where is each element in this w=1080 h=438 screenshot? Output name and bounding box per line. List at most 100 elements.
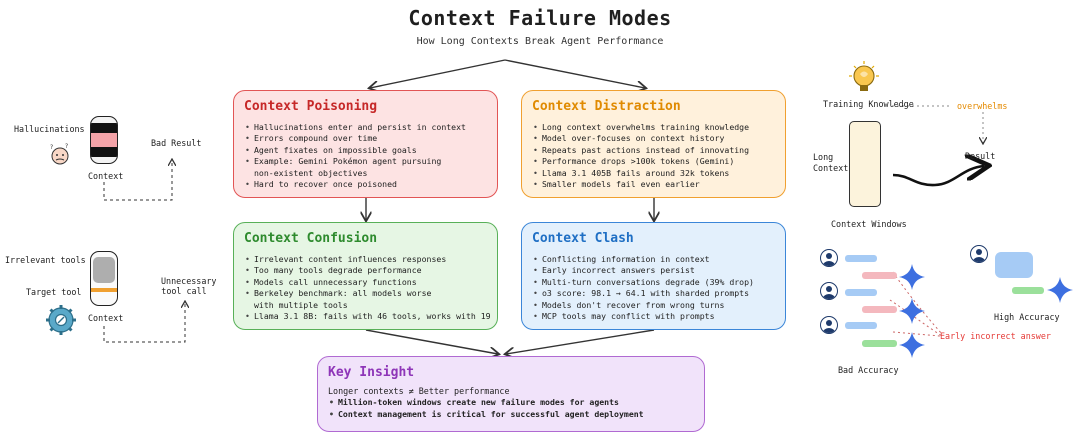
dark-band xyxy=(91,123,117,133)
list-item-text: Berkeley benchmark: all models worse xyxy=(254,288,432,299)
gray-block xyxy=(93,257,115,283)
dashed-curve-1 xyxy=(892,271,943,335)
message-block-user xyxy=(995,252,1033,278)
list-item: Too many tools degrade performance xyxy=(244,265,487,277)
card-key-insight: Key Insight Longer contexts ≠ Better per… xyxy=(317,356,705,432)
message-bubble-user xyxy=(845,289,877,296)
label-long-context: Long Context xyxy=(813,152,848,174)
card-title: Context Clash xyxy=(532,231,634,246)
list-item: Models call unnecessary functions xyxy=(244,277,487,289)
list-item: Berkeley benchmark: all models worsewith… xyxy=(244,288,487,311)
card-context-confusion: Context Confusion Irrelevant content inf… xyxy=(233,222,498,330)
list-item: Early incorrect answers persist xyxy=(532,265,775,277)
page-subtitle: How Long Contexts Break Agent Performanc… xyxy=(416,36,664,47)
dashed-loop-poisoning xyxy=(103,160,172,201)
label-bad-accuracy: Bad Accuracy xyxy=(838,365,899,375)
list-item: MCP tools may conflict with prompts xyxy=(532,311,775,323)
card-context-clash: Context Clash Conflicting information in… xyxy=(521,222,786,330)
avatar-icon xyxy=(820,316,838,334)
list-item: Performance drops >100k tokens (Gemini) xyxy=(532,156,775,168)
list-item: Conflicting information in context xyxy=(532,254,775,266)
page-title: Context Failure Modes xyxy=(408,6,672,30)
card-context-distraction: Context Distraction Long context overwhe… xyxy=(521,90,786,198)
context-window-tools xyxy=(90,251,118,306)
list-item: Llama 3.1 8B: fails with 46 tools, works… xyxy=(244,311,491,323)
label-line: tool call xyxy=(161,286,207,296)
avatar-icon xyxy=(970,245,988,263)
thick-arrow-to-result xyxy=(892,166,984,187)
dashed-curve-2 xyxy=(889,299,943,337)
confused-face-icon: ? ? xyxy=(50,143,69,165)
sparkle-star-icon xyxy=(899,298,925,324)
list-item: Agent fixates on impossible goals xyxy=(244,145,487,157)
sparkle-star-icon xyxy=(1047,277,1073,303)
dashed-curve-3 xyxy=(892,331,941,337)
avatar-icon xyxy=(820,282,838,300)
list-item: Repeats past actions instead of innovati… xyxy=(532,145,775,157)
list-item: Hallucinations enter and persist in cont… xyxy=(244,122,487,134)
list-item: Model over-focuses on context history xyxy=(532,133,775,145)
card-context-poisoning: Context Poisoning Hallucinations enter a… xyxy=(233,90,498,198)
list-item-continuation: non-existent objectives xyxy=(254,167,368,178)
message-bubble-answer xyxy=(862,340,897,347)
pink-band xyxy=(91,133,117,147)
list-item: Hard to recover once poisoned xyxy=(244,179,487,191)
label-early-incorrect-answer: Early incorrect answer xyxy=(940,331,1051,341)
label-hallucinations: Hallucinations xyxy=(14,124,85,134)
list-item: o3 score: 98.1 → 64.1 with sharded promp… xyxy=(532,288,775,300)
list-item-text: Example: Gemini Pokémon agent pursuing xyxy=(254,156,442,167)
list-item: Models don't recover from wrong turns xyxy=(532,300,775,312)
label-context: Context xyxy=(88,171,124,181)
list-item: Multi-turn conversations degrade (39% dr… xyxy=(532,277,775,289)
arrow-to-distraction xyxy=(504,59,645,88)
list-item: Llama 3.1 405B fails around 32k tokens xyxy=(532,168,775,180)
message-bubble-user xyxy=(845,322,877,329)
avatar-icon xyxy=(820,249,838,267)
list-item: Context management is critical for succe… xyxy=(328,409,694,421)
dark-band xyxy=(91,147,117,157)
context-window-long xyxy=(849,121,881,207)
message-bubble-incorrect xyxy=(862,306,897,313)
card-title: Key Insight xyxy=(328,365,415,380)
label-line: Long xyxy=(813,152,834,162)
list-item: Example: Gemini Pokémon agent pursuingno… xyxy=(244,156,487,179)
label-overwhelms: overwhelms xyxy=(957,101,1008,111)
label-unnecessary-tool-call: Unnecessary tool call xyxy=(161,276,217,296)
arrow-confusion-insight xyxy=(365,329,498,354)
label-line: Context xyxy=(813,163,849,173)
insight-lead: Longer contexts ≠ Better performance xyxy=(328,386,510,396)
gear-icon xyxy=(46,305,76,335)
label-context: Context xyxy=(88,313,124,323)
arrow-to-poisoning xyxy=(370,59,506,88)
list-item: Long context overwhelms training knowled… xyxy=(532,122,775,134)
message-bubble-answer xyxy=(1012,287,1044,294)
label-bad-result: Bad Result xyxy=(151,138,202,148)
message-bubble-incorrect xyxy=(862,272,897,279)
card-title: Context Distraction xyxy=(532,99,681,114)
label-irrelevant-tools: Irrelevant tools xyxy=(5,255,86,265)
bulb-icon xyxy=(849,61,879,91)
label-target-tool: Target tool xyxy=(26,287,82,297)
svg-text:?: ? xyxy=(65,143,68,150)
list-item: Smaller models fail even earlier xyxy=(532,179,775,191)
label-high-accuracy: High Accuracy xyxy=(994,312,1060,322)
label-result: Result xyxy=(965,151,996,161)
dashed-loop-confusion xyxy=(103,302,185,343)
card-title: Context Poisoning xyxy=(244,99,378,114)
list-item-continuation: with multiple tools xyxy=(254,299,348,310)
label-line: Unnecessary xyxy=(161,276,217,286)
label-context-windows: Context Windows xyxy=(831,219,907,229)
orange-line xyxy=(91,288,117,292)
context-window-poisoned xyxy=(90,116,118,164)
list-item: Irrelevant content influences responses xyxy=(244,254,487,266)
message-bubble-user xyxy=(845,255,877,262)
arrow-clash-insight xyxy=(506,329,655,354)
list-item: Errors compound over time xyxy=(244,133,487,145)
svg-text:?: ? xyxy=(50,144,53,151)
sparkle-star-icon xyxy=(899,264,925,290)
sparkle-star-icon xyxy=(899,332,925,358)
card-title: Context Confusion xyxy=(244,231,378,246)
label-training-knowledge: Training Knowledge xyxy=(823,99,914,109)
list-item: Million-token windows create new failure… xyxy=(328,397,694,409)
